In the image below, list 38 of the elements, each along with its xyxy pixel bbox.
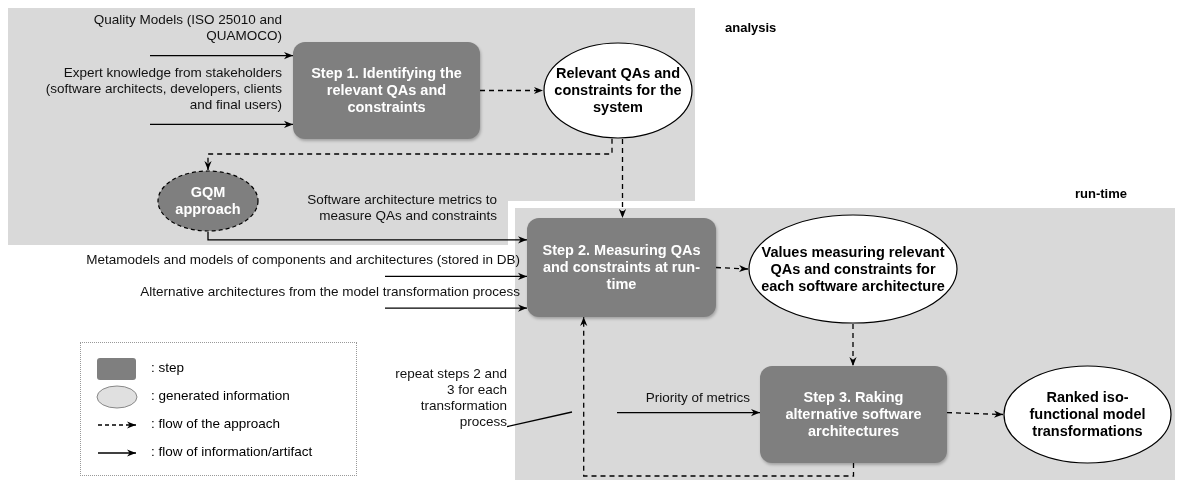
edge-label: Alternative architectures from the model transformation process	[139, 284, 520, 300]
dashed-arrow	[849, 323, 857, 367]
dashed-arrow	[479, 86, 544, 95]
node-text: Ranked iso-functional model transformations	[1028, 389, 1147, 440]
note-text: repeat steps 2 and 3 for each transformation process	[395, 366, 507, 448]
legend-label: : flow of information/artifact	[151, 444, 313, 459]
edge-label: Expert knowledge from stakeholders (software architects, developers, clients and final users)	[44, 65, 282, 113]
dashed-arrow	[580, 316, 855, 477]
legend-label: : flow of the approach	[151, 416, 281, 431]
info-ellipse	[543, 42, 693, 139]
dashed-arrow	[946, 410, 1004, 418]
edge-label: Software architecture metrics to measure QAs and constraints	[306, 192, 497, 224]
arrow	[149, 52, 294, 60]
region-title: analysis	[725, 20, 777, 35]
region-title: run-time	[1075, 186, 1127, 201]
edge-label: Priority of metrics	[644, 390, 750, 406]
node-text: Values measuring relevant QAs and constraints for each software architecture	[760, 243, 946, 295]
arrow	[384, 272, 528, 280]
leader-line	[506, 411, 573, 428]
node-text: Relevant QAs and constraints for the system	[553, 65, 683, 116]
info-ellipse	[1003, 365, 1172, 464]
dashed-arrow	[618, 138, 627, 219]
process-box: Step 1. Identifying the relevant QAs and constraints	[293, 42, 480, 139]
dashed-arrow	[204, 138, 613, 171]
process-box: Step 2. Measuring QAs and constraints at run-time	[527, 218, 716, 317]
dashed-arrow	[715, 265, 749, 273]
edge-label: Quality Models (ISO 25010 and QUAMOCO)	[92, 12, 282, 44]
info-ellipse	[748, 214, 958, 324]
info-ellipse	[157, 170, 259, 232]
legend-label: : step	[151, 360, 185, 375]
legend-label: : generated information	[151, 388, 290, 403]
process-box: Step 3. Raking alternative software architectures	[760, 366, 947, 463]
arrow	[384, 304, 528, 312]
arrow	[149, 120, 294, 129]
arrow	[616, 408, 761, 417]
edge-label: Metamodels and models of components and architectures (stored in DB)	[85, 252, 520, 268]
arrow	[207, 231, 528, 244]
node-text: GQM approach	[174, 184, 242, 218]
